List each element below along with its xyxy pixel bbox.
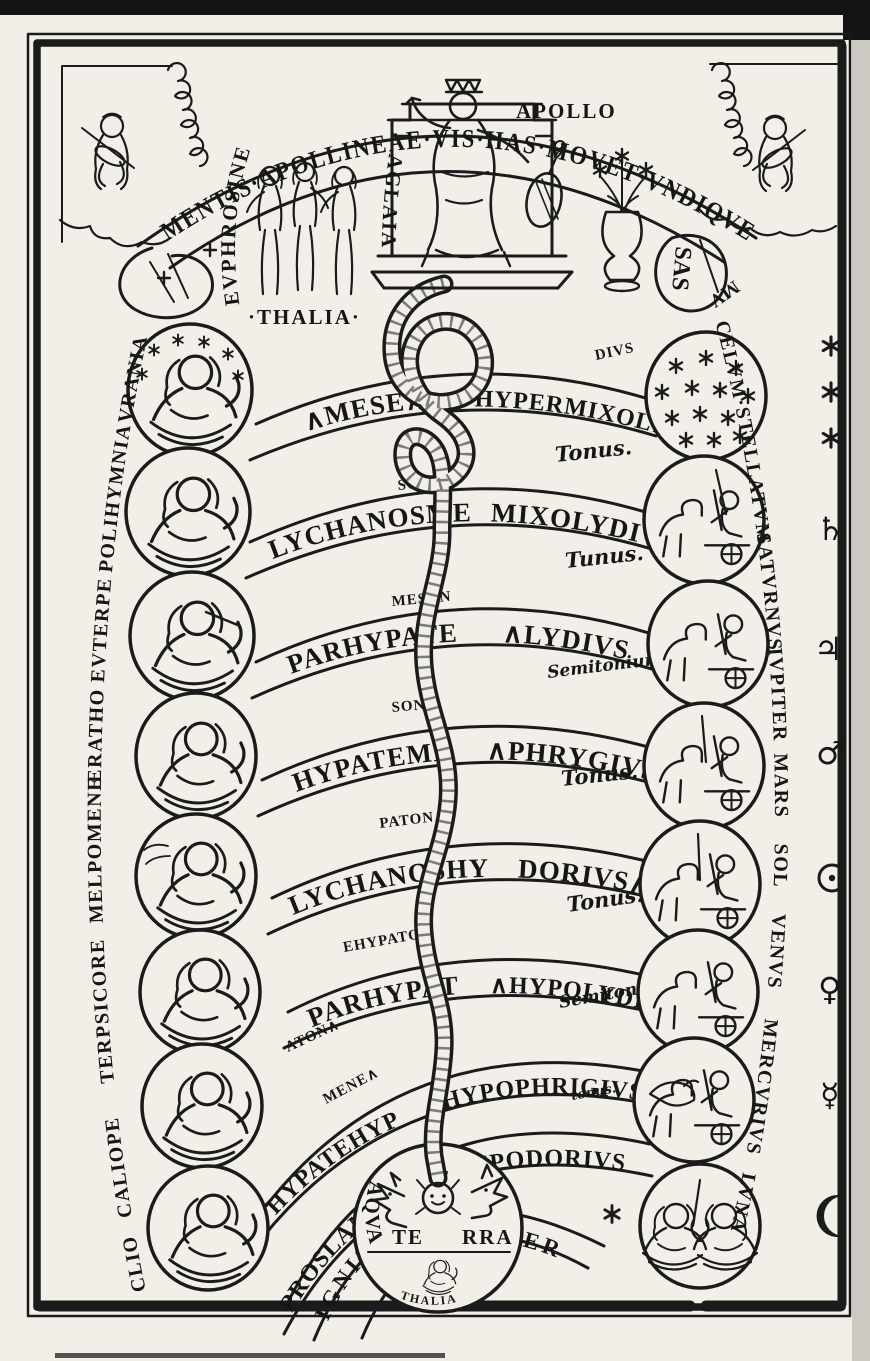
muse-roundel-polihymnia <box>124 446 252 578</box>
band-1-lines <box>248 372 658 462</box>
scan-top-bar <box>0 0 854 15</box>
banner-left-curl-shading <box>149 253 189 303</box>
lion-head-icon <box>421 1181 455 1215</box>
banner-right-curl-fold <box>699 239 719 293</box>
apollo-belt <box>440 170 490 205</box>
melpomene-hair <box>143 843 171 865</box>
dog-head-icon <box>470 1163 509 1220</box>
planet-symbols: ♄ ♃ ♂ ♀ ☿ <box>814 335 847 1237</box>
venus-symbol-icon: ♀ <box>818 970 841 1008</box>
apollo-label: APOLLO <box>516 99 617 123</box>
serpent <box>372 274 509 1229</box>
mars-sword <box>700 714 708 764</box>
sphere-roundels: CELVM·STELLATVM SATVRNVS IVPITER MARS SO… <box>632 318 847 1290</box>
apollo-head <box>448 91 478 121</box>
muse-roundel-terpsicore <box>138 928 262 1056</box>
banner-right-curl <box>654 233 728 313</box>
scan-bottom-sliver <box>55 1353 445 1358</box>
apollo-lira <box>525 140 566 228</box>
band-6-lines <box>282 957 653 1050</box>
earth-label-right: RRA <box>462 1225 514 1249</box>
apollo-left-arm <box>404 96 452 130</box>
saturn-symbol-icon: ♄ <box>816 510 845 548</box>
sol-symbol-icon <box>817 863 847 893</box>
sphere-roundel-sol <box>638 819 762 949</box>
scan-right-margin <box>852 0 870 1361</box>
outer-frame-line <box>26 32 852 1318</box>
wolf-head-icon <box>372 1171 408 1229</box>
sphere-roundel-mars <box>642 701 766 831</box>
cloud-base-left <box>58 218 172 248</box>
cross-marks <box>156 242 218 286</box>
thalia-grace-label: ·THALIA· <box>248 305 361 329</box>
saturn-scythe <box>714 468 728 516</box>
muse-roundel-melpomene <box>134 812 258 940</box>
throne-cornice <box>386 102 558 138</box>
earth-label-left: TE <box>392 1225 424 1249</box>
sol-sceptre <box>696 832 702 882</box>
mercury-symbol-icon: ☿ <box>820 1076 840 1114</box>
luna-symbol-icon <box>816 1195 844 1237</box>
sphere-roundel-iupiter <box>646 579 770 709</box>
ribbon-end-text-top: SAS <box>666 245 696 291</box>
band-3-lines <box>250 607 657 700</box>
apollo-robe <box>426 118 504 252</box>
serpent-segments <box>385 278 491 1180</box>
banner-outer-edge <box>136 134 758 248</box>
muse-label-eratho: ERATHO <box>84 688 109 783</box>
muse-roundel-caliope <box>140 1042 264 1170</box>
muse-roundel-clio <box>146 1164 270 1292</box>
serpent-heads <box>372 1163 509 1229</box>
sphere-roundel-venus <box>636 928 760 1056</box>
sphere-roundel-luna <box>638 1162 762 1290</box>
luna-spear <box>692 1178 702 1222</box>
flower-vase <box>592 147 654 293</box>
euterpe-flute <box>204 610 242 628</box>
sphere-label-mars: MARS <box>769 753 792 818</box>
jupiter-symbol-icon: ♃ <box>814 630 843 668</box>
apollo-right-arm <box>476 128 530 164</box>
muse-label-melpomene: MELPOMENE <box>84 776 108 924</box>
sphere-roundel-mercurius <box>632 1036 756 1164</box>
muse-roundel-eratho <box>134 691 258 821</box>
mars-symbol-icon: ♂ <box>816 734 845 772</box>
band-5-lines <box>266 842 655 936</box>
sphere-label-sol: SOL <box>769 843 792 888</box>
muse-roundel-euterpe <box>128 570 256 702</box>
mercury-bird <box>648 1079 700 1107</box>
putto-left-vignette <box>58 61 209 248</box>
corner-bracket-lines <box>61 63 841 243</box>
banner-left-curl <box>118 246 214 320</box>
apollo-legs <box>420 248 512 268</box>
